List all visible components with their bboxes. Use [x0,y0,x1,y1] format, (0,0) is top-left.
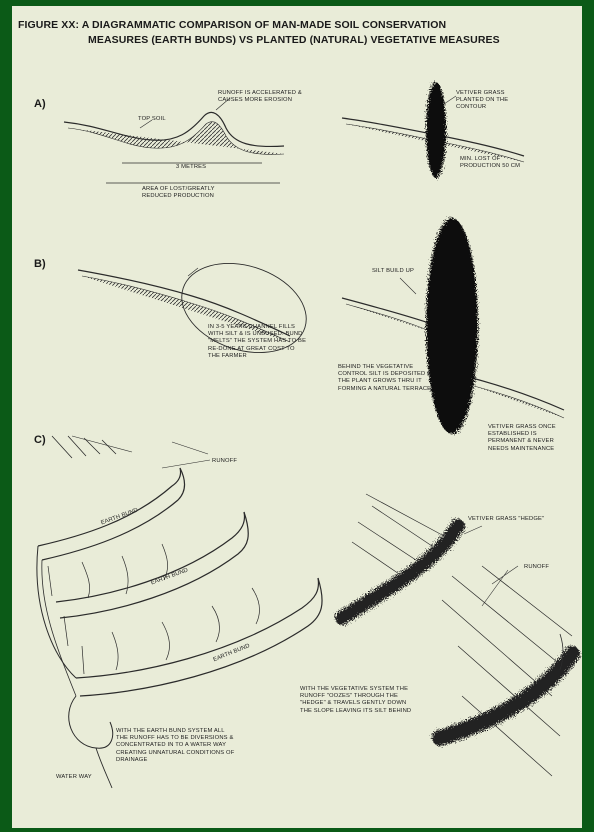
label-a-top-soil: TOP SOIL [138,116,178,123]
label-c-waterway: WATER WAY [56,774,106,781]
label-c-vegetative-system: WITH THE VEGETATIVE SYSTEM THE RUNOFF "O… [300,686,418,715]
diagram-artwork [12,6,582,828]
vetiver-hedge-lower [440,654,572,738]
label-b-vetiver-once: VETIVER GRASS ONCE ESTABLISHED IS PERMAN… [488,424,572,453]
vetiver-clump-a [426,82,446,178]
label-b-channel: IN 3-5 YEARS CHANNEL FILLS WITH SILT & I… [208,324,308,360]
label-b-behind: BEHIND THE VEGETATIVE CONTROL SILT IS DE… [338,364,432,393]
label-a-runoff: RUNOFF IS ACCELERATED & CAUSES MORE EROS… [218,90,314,104]
section-a-earth-bund-profile [64,98,284,183]
label-a-min-lost: MIN. LOST OF PRODUCTION 50 CM [460,156,526,170]
vetiver-hedge-upper [342,526,458,618]
diagram-sheet: Figure XX: A DIAGRAMMATIC COMPARISON OF … [12,6,582,828]
label-b-silt-build: SILT BUILD UP [372,268,422,275]
label-a-vetiver-planted: VETIVER GRASS PLANTED ON THE CONTOUR [456,90,532,112]
label-c-runoff: RUNOFF [212,458,262,465]
label-c-runoff-right: RUNOFF [524,564,564,571]
vetiver-clump-b [426,218,478,434]
section-a-label: A) [34,98,46,110]
section-c-vetiver-system [342,494,572,776]
label-c-earth-system: WITH THE EARTH BUND SYSTEM ALL THE RUNOF… [116,728,236,764]
section-b-vetiver-terrace [342,218,564,434]
section-b-label: B) [34,258,46,270]
label-a-bund-width: 3 METRES [176,164,236,171]
label-a-lost-area: AREA OF LOST/GREATLY REDUCED PRODUCTION [142,186,246,200]
section-c-label: C) [34,434,46,446]
label-c-vetiver-hedge: VETIVER GRASS "HEDGE" [468,516,558,523]
